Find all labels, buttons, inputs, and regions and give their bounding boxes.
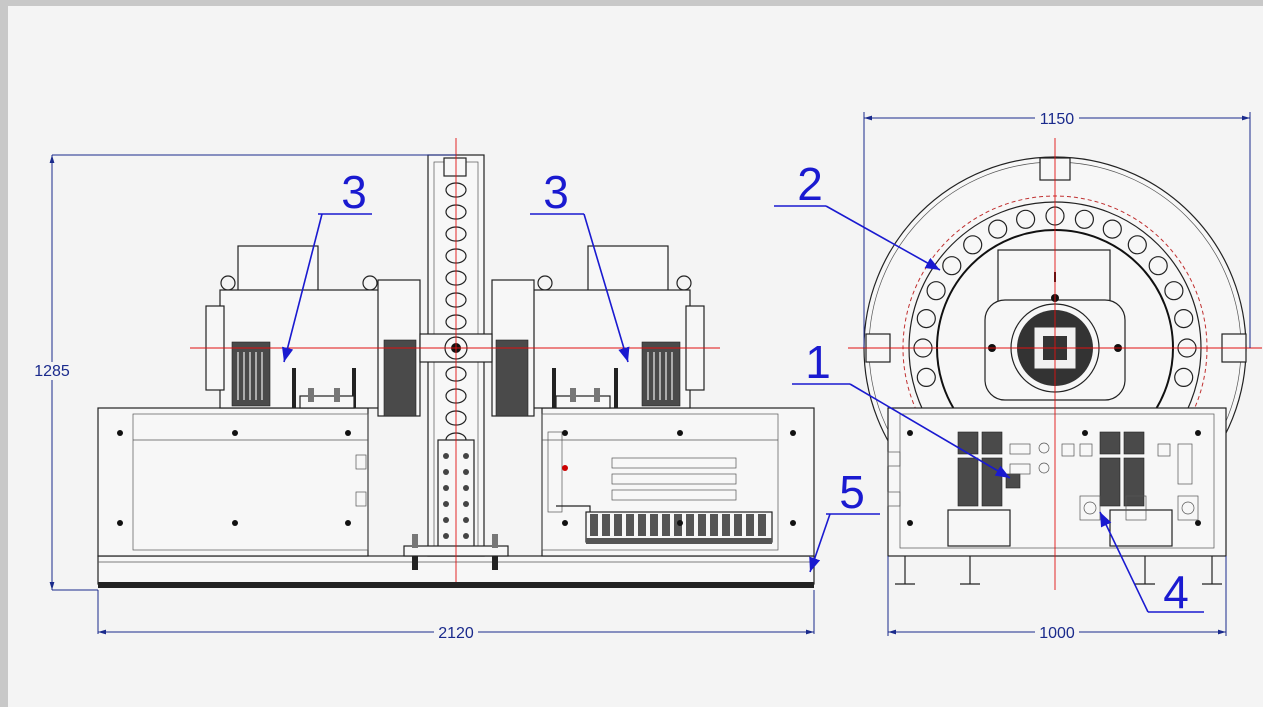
technical-drawing: 1285 2120 1150 1000 3 3 2 1 5 4 [32,109,1262,642]
callout-1: 1 [805,336,831,388]
side-bottom-dim-label-bg [1035,623,1079,641]
side-top-dim-label-bg [1035,109,1079,127]
drawing-sheet: 1285 2120 1150 1000 3 3 2 1 5 4 [8,6,1263,707]
wheel-bolt-hole [1015,209,1036,229]
side-bottom-dimension-label: 1000 [1039,625,1075,642]
wheel-bolt-hole [1074,209,1095,229]
wheel-bolt-hole [942,256,962,276]
wheel-bolt-hole [916,367,936,387]
callout-5: 5 [839,466,865,518]
wheel-bolt-hole [1102,219,1122,239]
left-cabinet [97,407,369,557]
callout-3-left: 3 [341,166,367,218]
right-cabinet [541,407,815,557]
wheel-bolt-hole [1127,235,1147,255]
width-dimension-label: 2120 [438,625,474,642]
left-generator [205,245,421,417]
wheel-bolt-hole [926,281,946,301]
side-top-dimension-label: 1150 [1040,111,1075,128]
control-cabinet [887,407,1227,585]
wheel-bolt-hole [1164,281,1184,301]
callouts [282,205,1204,613]
wheel-bolt-hole [1148,256,1168,276]
front-view [97,138,815,588]
height-dimension-label: 1285 [34,363,70,380]
wheel-bolt-hole [988,219,1008,239]
side-view [848,138,1262,590]
callout-4: 4 [1163,566,1189,618]
right-generator [491,245,705,417]
wheel-bolt-hole [916,309,936,329]
callout-2: 2 [797,158,823,210]
callout-3-right: 3 [543,166,569,218]
wheel-bolt-hole [1174,367,1194,387]
wheel-bolt-hole [963,235,983,255]
width-dim-label-bg [434,623,478,641]
height-dim-label-bg [32,362,72,380]
wheel-bolt-hole [1174,309,1194,329]
